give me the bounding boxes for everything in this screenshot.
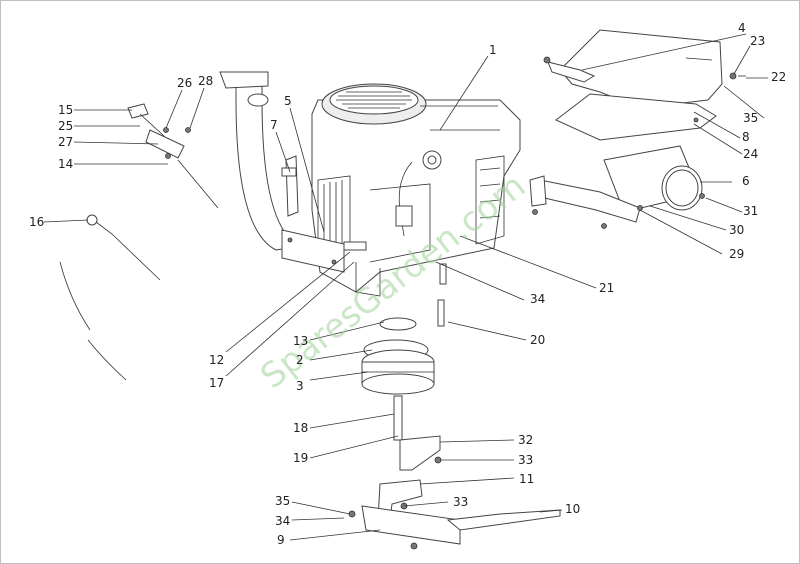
callout-11: 11 <box>519 472 534 486</box>
callout-5: 5 <box>284 94 292 108</box>
callout-21: 21 <box>599 281 614 295</box>
callout-7: 7 <box>270 118 278 132</box>
callout-16: 16 <box>29 215 44 229</box>
callout-30: 30 <box>729 223 744 237</box>
clutch-assembly <box>361 263 447 441</box>
callout-33-a: 33 <box>518 453 533 467</box>
hardware-right <box>693 72 746 123</box>
bracket-assembly <box>348 435 561 550</box>
callout-28: 28 <box>198 74 213 88</box>
callout-31: 31 <box>743 204 758 218</box>
callout-23: 23 <box>750 34 765 48</box>
callout-6: 6 <box>742 174 750 188</box>
muffler <box>529 145 705 229</box>
callout-17: 17 <box>209 376 224 390</box>
muffler-shield <box>543 29 723 141</box>
callout-13: 13 <box>293 334 308 348</box>
mount-plate <box>281 229 367 273</box>
callout-9: 9 <box>277 533 285 547</box>
pipe-7 <box>281 155 299 217</box>
callout-33-b: 33 <box>453 495 468 509</box>
callout-2: 2 <box>296 353 304 367</box>
callout-34-b: 34 <box>275 514 290 528</box>
callout-19: 19 <box>293 451 308 465</box>
callout-35-b: 35 <box>275 494 290 508</box>
callout-29: 29 <box>729 247 744 261</box>
callout-34-a: 34 <box>530 292 545 306</box>
callout-25: 25 <box>58 119 73 133</box>
callout-32: 32 <box>518 433 533 447</box>
callout-labels: 1 2 3 4 5 6 7 8 9 10 11 12 13 14 15 16 1… <box>29 21 786 547</box>
callout-24: 24 <box>743 147 758 161</box>
callout-4: 4 <box>738 21 746 35</box>
callout-15: 15 <box>58 103 73 117</box>
callout-20: 20 <box>530 333 545 347</box>
throttle-control <box>127 103 219 209</box>
callout-35-a: 35 <box>743 111 758 125</box>
callout-3: 3 <box>296 379 304 393</box>
callout-8: 8 <box>742 130 750 144</box>
callout-27: 27 <box>58 135 73 149</box>
dipstick <box>59 214 161 381</box>
callout-26: 26 <box>177 76 192 90</box>
callout-18: 18 <box>293 421 308 435</box>
callout-1: 1 <box>489 43 497 57</box>
callout-14: 14 <box>58 157 73 171</box>
callout-10: 10 <box>565 502 580 516</box>
leader-lines <box>43 33 768 541</box>
callout-22: 22 <box>771 70 786 84</box>
callout-12: 12 <box>209 353 224 367</box>
